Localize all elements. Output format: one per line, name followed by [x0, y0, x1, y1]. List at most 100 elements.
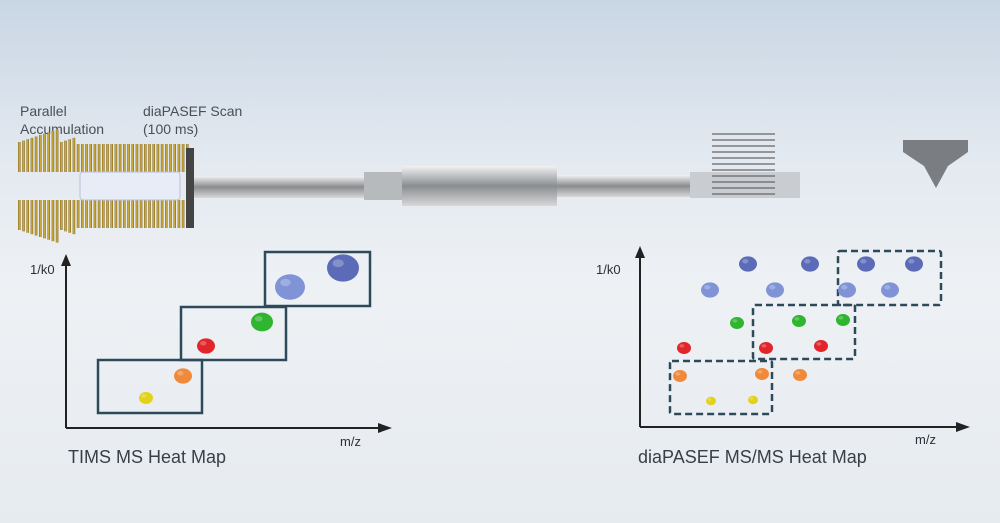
label-line: (100 ms)	[143, 121, 199, 137]
electrode-fin	[181, 200, 185, 228]
electrode-fin	[64, 200, 67, 232]
electrode-fin	[68, 139, 71, 172]
electrode-fin	[156, 144, 160, 172]
label-line: Parallel	[20, 103, 67, 119]
electrode-fin	[81, 200, 84, 228]
ion-cluster	[759, 342, 773, 354]
electrode-fin	[85, 144, 88, 172]
ion-cluster-highlight	[254, 315, 263, 322]
label-line: diaPASEF Scan	[143, 103, 243, 119]
electrode-fin	[110, 144, 113, 172]
ion-cluster-highlight	[804, 259, 811, 264]
electrode-fin	[51, 130, 55, 172]
electrode-fin	[102, 144, 105, 172]
electrode-fin	[76, 144, 80, 172]
right-y-axis-label: 1/k0	[596, 262, 621, 277]
ion-cluster-highlight	[200, 341, 207, 346]
diapasef-heat-map	[635, 246, 970, 432]
electrode-fin	[72, 137, 76, 172]
electrode-fin	[177, 144, 181, 172]
electrode-fin	[152, 200, 155, 228]
electrode-fin	[106, 144, 109, 172]
electrode-fin	[47, 132, 50, 172]
electrode-fin	[127, 200, 130, 228]
x-axis-arrow	[378, 423, 392, 433]
ion-cluster	[197, 338, 215, 354]
ion-cluster-highlight	[280, 278, 291, 287]
electrode-fin	[26, 200, 29, 233]
ion-cluster	[706, 396, 716, 406]
ion-cluster	[905, 256, 923, 272]
electrode-fin	[30, 137, 34, 172]
rod-section	[194, 176, 364, 198]
electrode-fin	[165, 200, 168, 228]
electrode-fin	[89, 200, 92, 228]
electrode-fin	[181, 144, 185, 172]
ion-cluster-highlight	[707, 398, 712, 401]
electrode-fin	[169, 144, 172, 172]
ion-cluster	[836, 314, 850, 326]
electrode-fin	[114, 200, 118, 228]
ion-cluster-highlight	[332, 259, 344, 268]
quadrupole-entrance	[364, 172, 404, 200]
electrode-fin	[43, 133, 46, 172]
left-x-axis-label: m/z	[340, 434, 361, 449]
electrode-fin	[127, 144, 130, 172]
ion-cluster	[792, 315, 806, 327]
tims-tunnel	[79, 171, 181, 201]
electrode-fin	[34, 136, 38, 172]
electrode-fin	[85, 200, 88, 228]
right-x-axis-label: m/z	[915, 432, 936, 447]
electrode-fin	[60, 142, 63, 172]
ion-cluster	[748, 395, 758, 405]
electrode-fin	[43, 200, 46, 239]
electrode-fin	[131, 144, 134, 172]
dia-window	[751, 303, 857, 361]
electrode-fin	[169, 200, 172, 228]
electrode-fin	[106, 200, 109, 228]
isolation-window	[263, 250, 372, 308]
ion-cluster-highlight	[794, 317, 800, 321]
diapasef-scan-label: diaPASEF Scan (100 ms)	[143, 102, 242, 138]
ion-cluster-highlight	[841, 285, 848, 290]
ion-cluster	[814, 340, 828, 352]
ion-cluster-highlight	[795, 371, 801, 375]
tims-ms-heat-map	[61, 250, 392, 433]
electrode-fin	[123, 200, 126, 228]
ion-cluster-highlight	[757, 370, 763, 374]
ion-cluster-highlight	[141, 394, 147, 398]
ion-cluster	[174, 368, 192, 384]
electrode-fin	[97, 144, 101, 172]
ion-cluster-highlight	[860, 259, 867, 264]
electrode-fin	[97, 200, 101, 228]
electrode-fin	[68, 200, 71, 233]
electrode-fin	[72, 200, 76, 235]
ion-cluster-highlight	[742, 259, 749, 264]
electrode-fin	[60, 200, 63, 230]
ion-cluster	[755, 368, 769, 380]
electrode-fin	[55, 129, 59, 172]
electrode-fin	[89, 144, 92, 172]
electrode-fin	[51, 200, 55, 242]
electrode-fin	[148, 200, 151, 228]
y-axis-arrow	[61, 254, 71, 266]
electrode-fin	[160, 144, 164, 172]
electrode-fin	[165, 144, 168, 172]
electrode-fin	[39, 200, 42, 237]
electrode-fin	[173, 200, 176, 228]
electrode-fin	[64, 140, 67, 172]
electrode-fin	[156, 200, 160, 228]
electrode-fin	[152, 144, 155, 172]
ion-cluster-highlight	[908, 259, 915, 264]
electrode-fin	[18, 200, 21, 230]
electrode-fin	[139, 144, 143, 172]
electrode-fin	[118, 144, 122, 172]
electrode-fin	[93, 200, 97, 228]
detector	[903, 140, 968, 188]
electrode-fin	[131, 200, 134, 228]
electrode-fin	[139, 200, 143, 228]
right-map-caption: diaPASEF MS/MS Heat Map	[638, 447, 867, 467]
ion-cluster	[838, 282, 856, 298]
tims-plate	[186, 148, 194, 228]
